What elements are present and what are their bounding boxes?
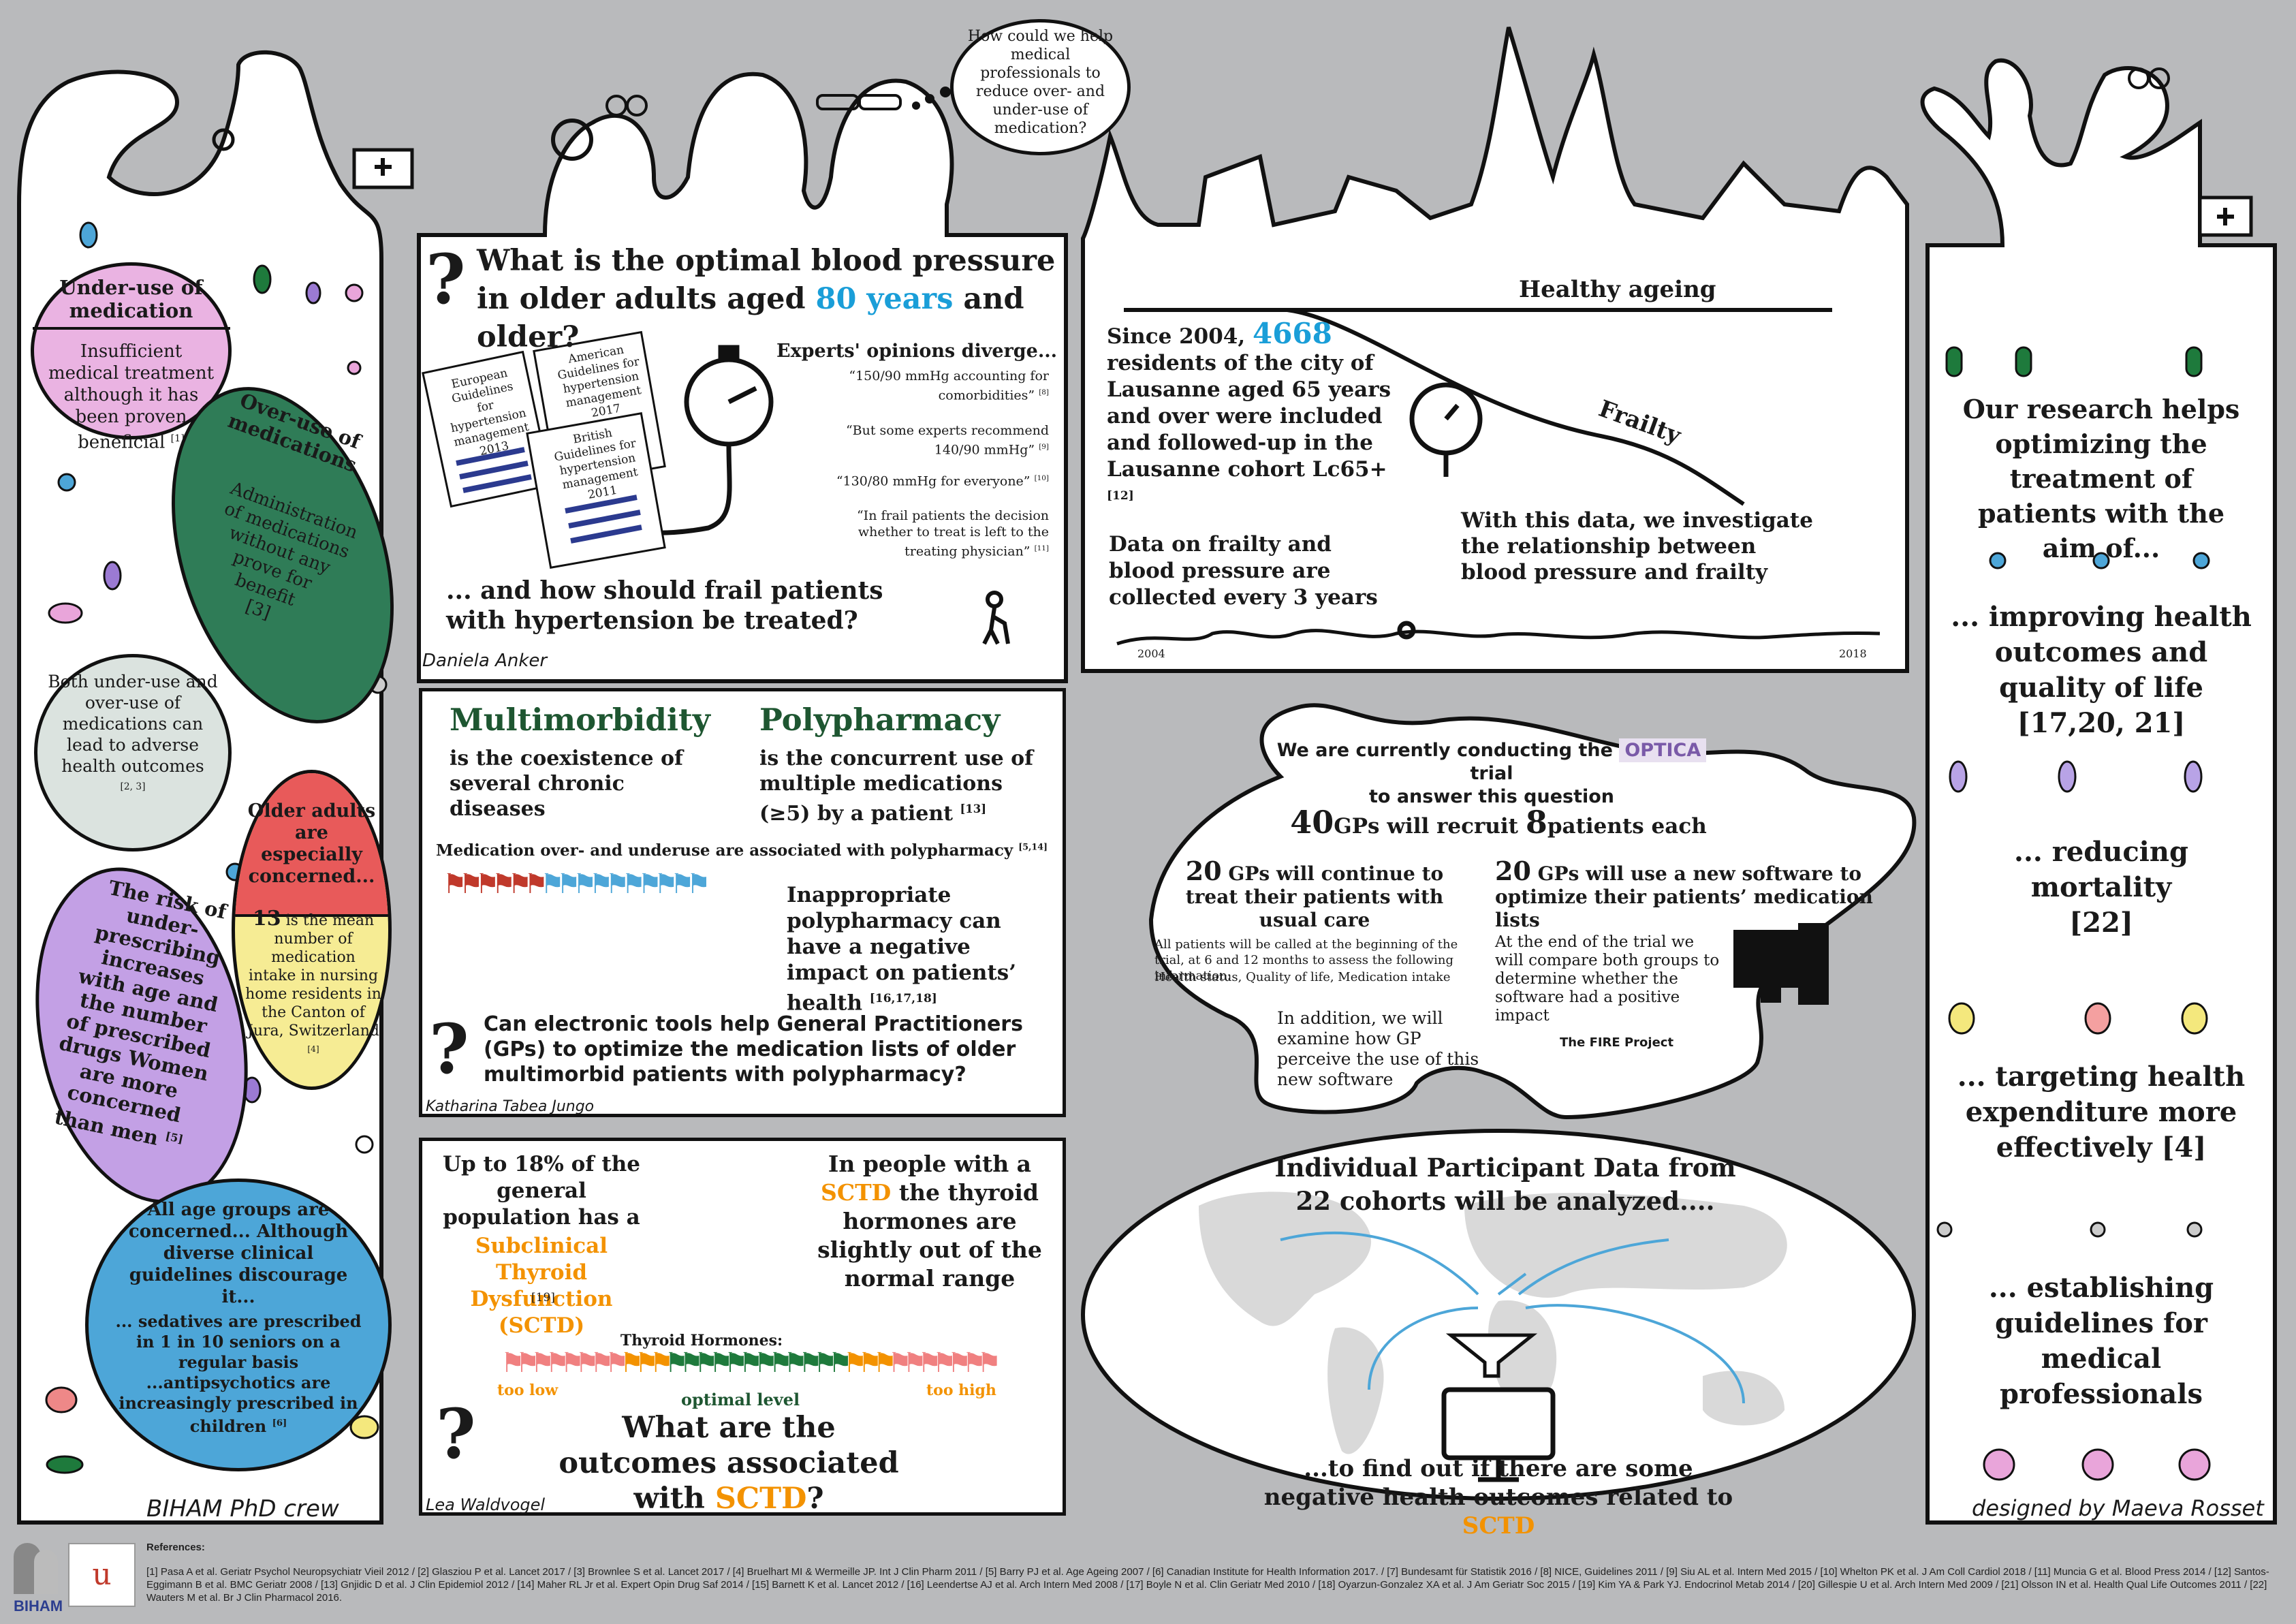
stethoscope-icon (212, 128, 235, 151)
research-intro: Our research helps optimizing the treatm… (1962, 394, 2240, 563)
references-label: References: (146, 1542, 205, 1553)
trial-intro: We are currently conducting the OPTICA t… (1253, 738, 1730, 809)
all-ages-ellipse (85, 1178, 392, 1471)
left-signature: BIHAM PhD crew (146, 1495, 339, 1522)
under-use-ellipse (31, 262, 232, 439)
outcome-question: What are the outcomes associated with SC… (559, 1411, 899, 1516)
bp-signature: Daniela Anker (422, 651, 548, 671)
compare-text: At the end of the trial we will compare … (1495, 933, 1720, 1025)
guideline-documents (422, 330, 666, 569)
sctd-ref: [19] (531, 1291, 555, 1305)
all-ages-title: All age groups are concerned... Although… (128, 1200, 349, 1307)
question-bubble-text: How could we help medical professionals … (967, 28, 1114, 137)
collected-text: Data on frailty and blood pressure are c… (1109, 532, 1378, 610)
references-list: [1] Pasa A et al. Geriatr Psychol Neurop… (146, 1566, 2269, 1604)
unibe-logo: u (68, 1543, 136, 1607)
year-start: 2004 (1137, 647, 1165, 660)
thyroid-signature: Lea Waldvogel (426, 1495, 546, 1514)
people-text: In people with a SCTD the thyroid hormon… (817, 1151, 1042, 1292)
aim-guidelines: ... establishing guidelines for medical … (1988, 1272, 2214, 1410)
doc-american: American Guidelines for hypertension man… (556, 343, 643, 420)
multimorbidity-panel (419, 688, 1066, 1117)
biham-logo: BIHAM (14, 1543, 63, 1618)
multimorbidity-text: is the coexistence of several chronic di… (450, 747, 683, 821)
polypharmacy-text: is the concurrent use of multiple medica… (759, 747, 1034, 826)
association-text: Medication over- and underuse are associ… (436, 841, 1048, 860)
multi-signature: Katharina Tabea Jungo (426, 1098, 595, 1115)
info-text: Health status, Quality of life, Medicati… (1154, 970, 1451, 984)
expert-quote-4: “In frail patients the decision whether … (856, 508, 1049, 559)
multimorbidity-title: Multimorbidity (450, 702, 710, 738)
thyroid-question-mark: ? (436, 1394, 476, 1474)
called-text: All patients will be called at the begin… (1154, 937, 1458, 983)
people-row-icon: ⚑⚑⚑⚑⚑⚑⚑⚑⚑⚑⚑⚑⚑⚑⚑⚑ (443, 869, 711, 900)
under-use-text: Insufficient medical treatment although … (48, 341, 215, 453)
computer-icon (1733, 923, 1829, 1005)
lausanne-text: Since 2004, 4668 residents of the city o… (1107, 317, 1391, 503)
upto-text: Up to 18% of the general population has … (442, 1152, 641, 1230)
hormone-people-row: ⚑⚑⚑⚑⚑⚑⚑⚑⚑⚑⚑⚑⚑⚑⚑⚑⚑⚑⚑⚑⚑⚑⚑⚑⚑⚑⚑⚑⚑⚑⚑⚑⚑ (501, 1347, 1001, 1379)
too-low-label: too low (497, 1381, 559, 1399)
aim-health-outcomes: ... improving health outcomes and qualit… (1951, 601, 2252, 739)
software-text: 20 GPs will use a new software to optimi… (1495, 856, 1873, 932)
both-ellipse (34, 654, 232, 852)
sctd-text: Subclinical Thyroid Dysfunction (SCTD) (470, 1234, 613, 1338)
optimal-label: optimal level (681, 1390, 800, 1409)
question-bubble (950, 19, 1131, 155)
polypharmacy-title: Polypharmacy (759, 702, 1001, 738)
right-panel-outline (1920, 58, 2277, 1525)
guideline-lines (456, 447, 642, 544)
monitor-icon (1441, 1387, 1556, 1482)
doc-european: European Guidelines for hypertension man… (449, 366, 531, 459)
lausanne-panel-outline (1081, 27, 1909, 673)
elderly-walker-icon (982, 591, 1010, 645)
funnel-icon (1445, 1333, 1538, 1378)
right-signature: designed by Maeva Rosset (1972, 1495, 2264, 1521)
inappropriate-text: Inappropriate polypharmacy can have a ne… (787, 883, 1017, 1016)
doc-british: British Guidelines for hypertension mana… (553, 426, 640, 502)
all-ages-text: ... sedatives are prescribed in 1 in 10 … (115, 1311, 362, 1436)
gps-recruit: 40GPs will recruit 8patients each (1290, 804, 1707, 841)
year-end: 2018 (1839, 647, 1867, 660)
experts-text: Experts' opinions diverge... (776, 341, 1058, 362)
too-high-label: too high (926, 1381, 996, 1399)
bp-bottom-question: ... and how should frail patients with h… (446, 576, 883, 635)
ipd-find: ...to find out if there are some negativ… (1263, 1455, 1733, 1540)
aim-mortality: ... reducing mortality[22] (2014, 836, 2188, 939)
older-text: 13 is the mean number of medication inta… (245, 907, 381, 1055)
healthy-ageing: Healthy ageing (1519, 276, 1716, 303)
expert-quote-2: “But some experts recommend 140/90 mmHg”… (845, 423, 1049, 458)
addition-text: In addition, we will examine how GP perc… (1277, 1008, 1479, 1089)
hormones-label: Thyroid Hormones: (620, 1332, 783, 1349)
thyroid-panel (419, 1138, 1066, 1516)
investigate-text: With this data, we investigate the relat… (1461, 508, 1813, 584)
under-use-title: Under-use of medication (59, 276, 203, 322)
expert-quote-1: “150/90 mmHg accounting for comorbiditie… (849, 369, 1049, 403)
aim-expenditure: ... targeting health expenditure more ef… (1957, 1061, 2246, 1164)
optica-logo: OPTICA (1619, 738, 1707, 762)
ipd-title: Individual Participant Data from 22 coho… (1274, 1153, 1736, 1216)
gp-question: Can electronic tools help General Practi… (484, 1012, 1023, 1087)
expert-quote-3: “130/80 mmHg for everyone” [10] (836, 473, 1049, 489)
medical-kit-icon-right (2198, 196, 2253, 237)
older-ellipse (232, 770, 392, 1090)
medical-kit-icon (352, 148, 414, 189)
bp-question-mark: ? (426, 239, 466, 319)
fire-project-logo: The FIRE Project (1560, 1035, 1674, 1050)
data-flow-arrows (1280, 1231, 1745, 1404)
multi-question-mark: ? (429, 1009, 469, 1089)
right-pills (1936, 346, 2211, 1481)
older-title: Older adults are especially concerned... (247, 800, 376, 887)
usual-care-text: 20 GPs will continue to treat their pati… (1185, 856, 1444, 932)
bp-title: What is the optimal blood pressure in ol… (477, 244, 1056, 354)
both-text: Both under-use and over-use of medicatio… (48, 672, 218, 792)
